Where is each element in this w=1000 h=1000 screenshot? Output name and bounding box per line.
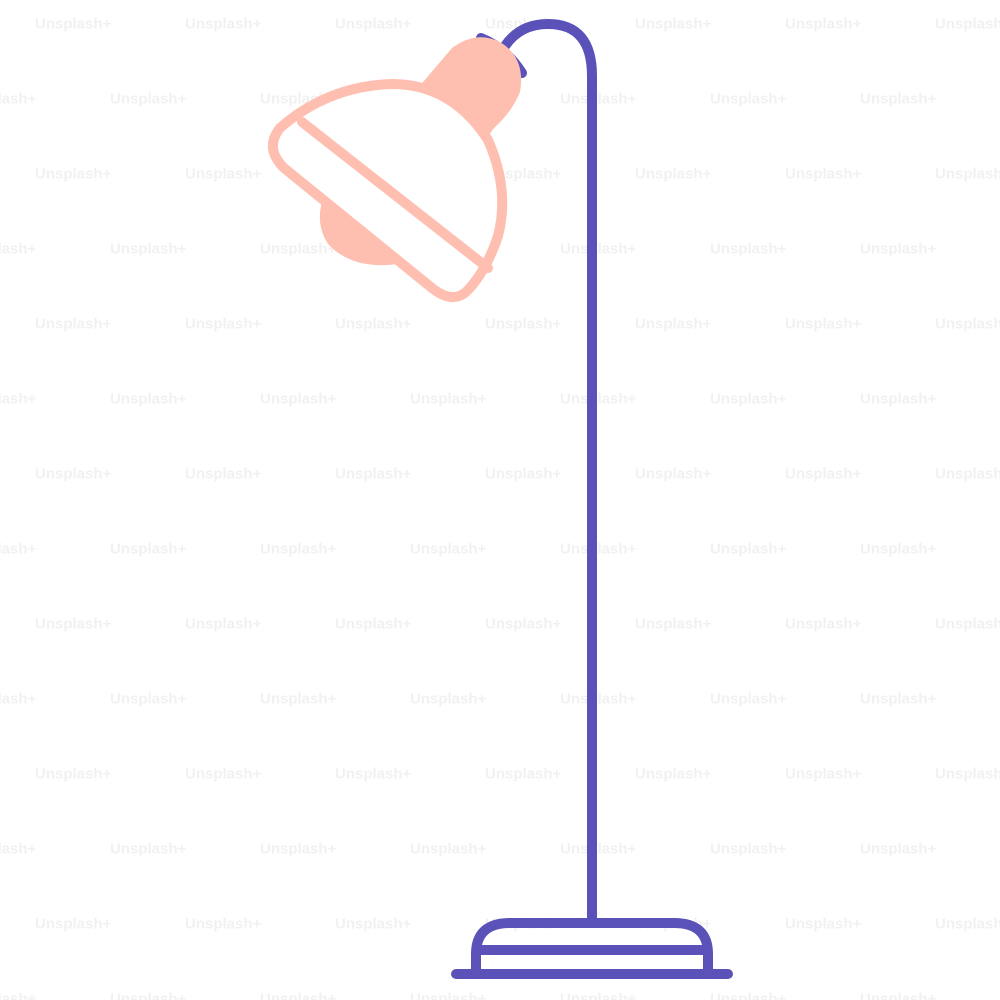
lamp-shade-rim — [297, 117, 493, 273]
lamp-pole — [500, 18, 597, 923]
lamp-socket — [418, 37, 522, 143]
lamp-base — [471, 918, 713, 972]
